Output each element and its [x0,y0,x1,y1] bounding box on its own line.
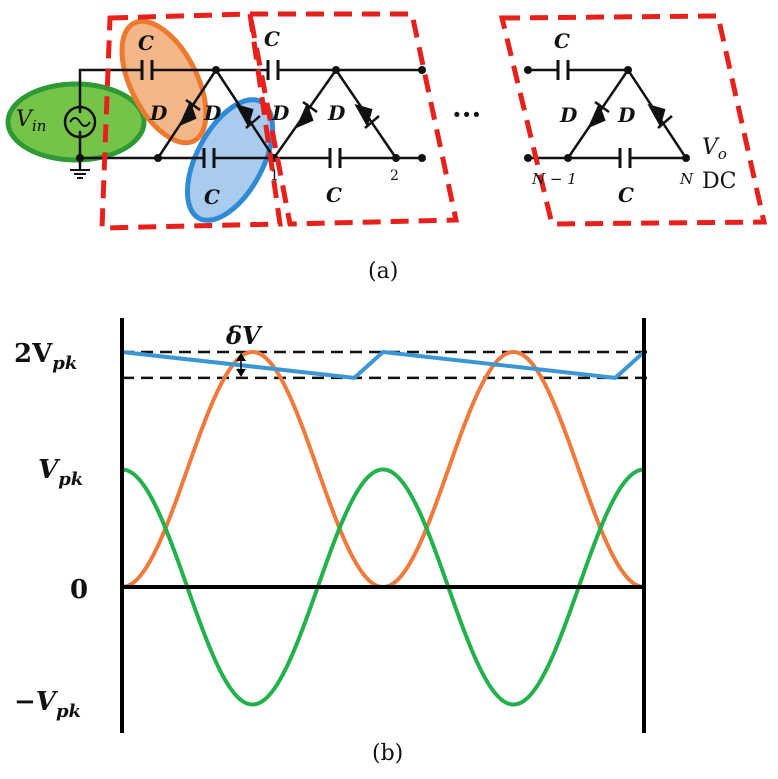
circuit-diagram: C C C C C C D D D D D D Vin Vo N − 1 N 1… [5,11,768,284]
label-c-3: C [204,185,220,209]
diode-symbols [178,98,673,129]
label-c-6: C [618,183,634,207]
tick-label-vpk: Vpk [38,455,83,490]
label-d-1: D [149,101,168,125]
ground-symbol [70,169,90,179]
stage-boxes [99,11,768,231]
label-c-2: C [264,27,280,51]
label-d-2: D [203,101,222,125]
label-d-5: D [559,103,578,127]
label-node-n: N [679,170,694,188]
stage-box-1 [99,11,283,231]
tick-label-2vpk: 2Vpk [14,339,77,374]
tick-label-neg-vpk: −Vpk [14,687,81,722]
label-vo: Vo [702,135,727,163]
series-output-ripple-line [121,350,646,380]
caption-b: (b) [372,741,403,766]
label-d-4: D [327,101,346,125]
caption-a: (a) [368,259,398,284]
circuit-wires [78,68,688,172]
label-node-n-minus-1: N − 1 [531,170,577,188]
delta-v-label: δV [225,321,263,350]
label-dc: DC [702,169,736,194]
label-d-3: D [271,101,290,125]
stage-box-n [498,13,768,227]
stages-ellipsis: ··· [452,98,481,131]
source-highlight-ellipse [5,81,147,163]
label-vin: Vin [16,107,46,135]
capacitor-symbols [140,60,632,168]
ac-source [63,105,97,139]
label-node-2: 2 [390,168,399,184]
stage-box-2 [246,11,460,227]
waveform-chart: δV 2Vpk Vpk 0 −Vpk (b) [14,318,650,766]
label-c-1: C [138,31,154,55]
label-node-1: 1 [270,168,279,184]
tick-label-zero: 0 [70,575,88,605]
label-c-5: C [554,29,570,53]
label-d-6: D [617,103,636,127]
delta-v-annotation: δV [225,321,263,377]
series-input-voltage-line [121,467,645,707]
label-c-4: C [326,183,342,207]
